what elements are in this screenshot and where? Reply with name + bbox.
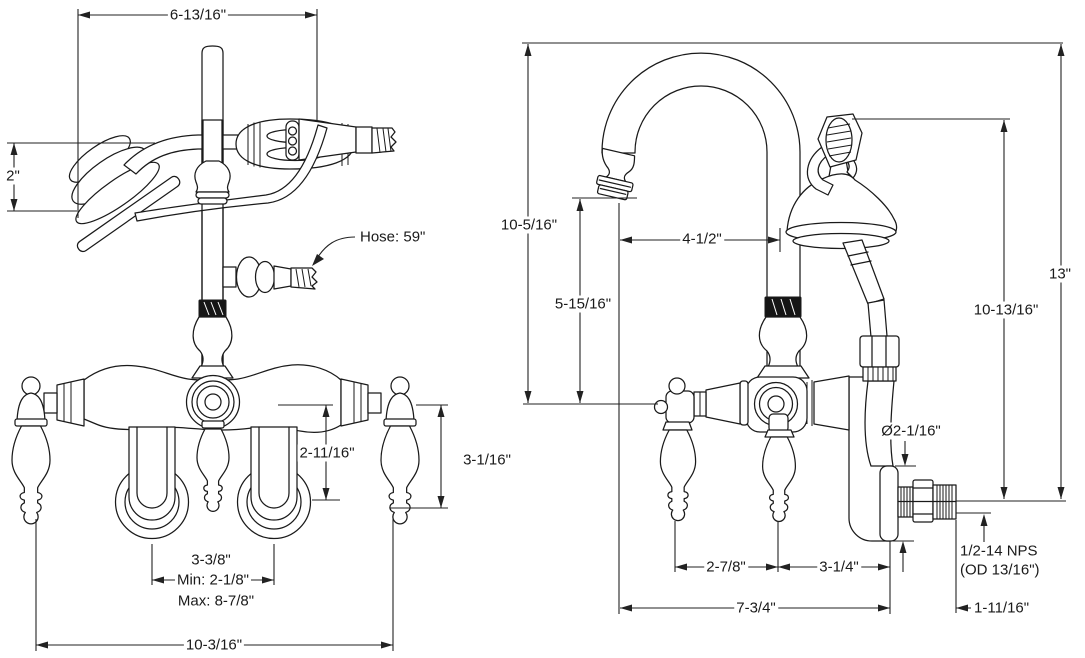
dim-label-handle-drop: 3-1/16" (461, 451, 513, 469)
hose-outlet-tee (223, 257, 317, 297)
hose-coupling-nut (860, 336, 899, 367)
dim-label-centers-min: Min: 2-1/8" (174, 571, 252, 589)
riser-knurl-band (199, 300, 226, 317)
dim-label-handle-to-center: 2-7/8" (704, 558, 748, 576)
wall-hook (807, 114, 862, 195)
dim-label-spout-drop: 2-11/16" (297, 444, 357, 462)
riser-fittings (192, 120, 233, 378)
shower-handle (843, 240, 884, 304)
diverter-boss-front (187, 376, 240, 429)
dim-label-overall-height: 13" (1046, 265, 1074, 283)
dim-label-handshower-height: 10-13/16" (971, 301, 1041, 319)
dim-label-width-top: 6-13/16" (167, 6, 229, 24)
hand-shower-side (786, 114, 899, 381)
dim-label-centers-max: Max: 8-7/8" (175, 592, 257, 610)
dim-label-overall-depth: 7-3/4" (734, 599, 778, 617)
dim-label-center-to-wall: 3-1/4" (817, 558, 861, 576)
dim-label-spout-height: 10-5/16" (498, 216, 560, 234)
hose-ribbed-end (372, 128, 396, 153)
side-view (592, 53, 956, 541)
right-handle-front (341, 377, 420, 525)
tub-spout-left (116, 427, 189, 539)
left-handle-front (11, 377, 84, 525)
spout-outlet (592, 148, 639, 200)
dim-label-head-depth: 2" (4, 167, 22, 185)
dim-label-nipple-length: 1-11/16" (972, 599, 1032, 617)
tub-spout-right (238, 427, 311, 539)
diverter-handle-side (762, 414, 796, 522)
wall-flange (880, 466, 898, 541)
shower-head-front (36, 118, 182, 254)
dim-label-flange-diameter: Ø2-1/16" (879, 422, 943, 440)
left-handle-side (655, 378, 749, 522)
dim-label-overall-width: 10-3/16" (183, 636, 245, 654)
dim-label-spout-centers: 3-3/8" (189, 551, 233, 569)
wall-union (880, 466, 956, 541)
front-view (11, 46, 420, 539)
hose-length-callout: Hose: 59" (358, 228, 428, 246)
dim-label-spout-reach: 4-1/2" (680, 230, 724, 248)
diverter-handle-front (196, 421, 230, 512)
dim-label-thread-spec: 1/2-14 NPS (958, 542, 1040, 560)
spout-hub (757, 366, 809, 378)
dim-label-thread-od: (OD 13/16") (958, 561, 1042, 579)
dim-label-outlet-height: 5-15/16" (552, 295, 614, 313)
